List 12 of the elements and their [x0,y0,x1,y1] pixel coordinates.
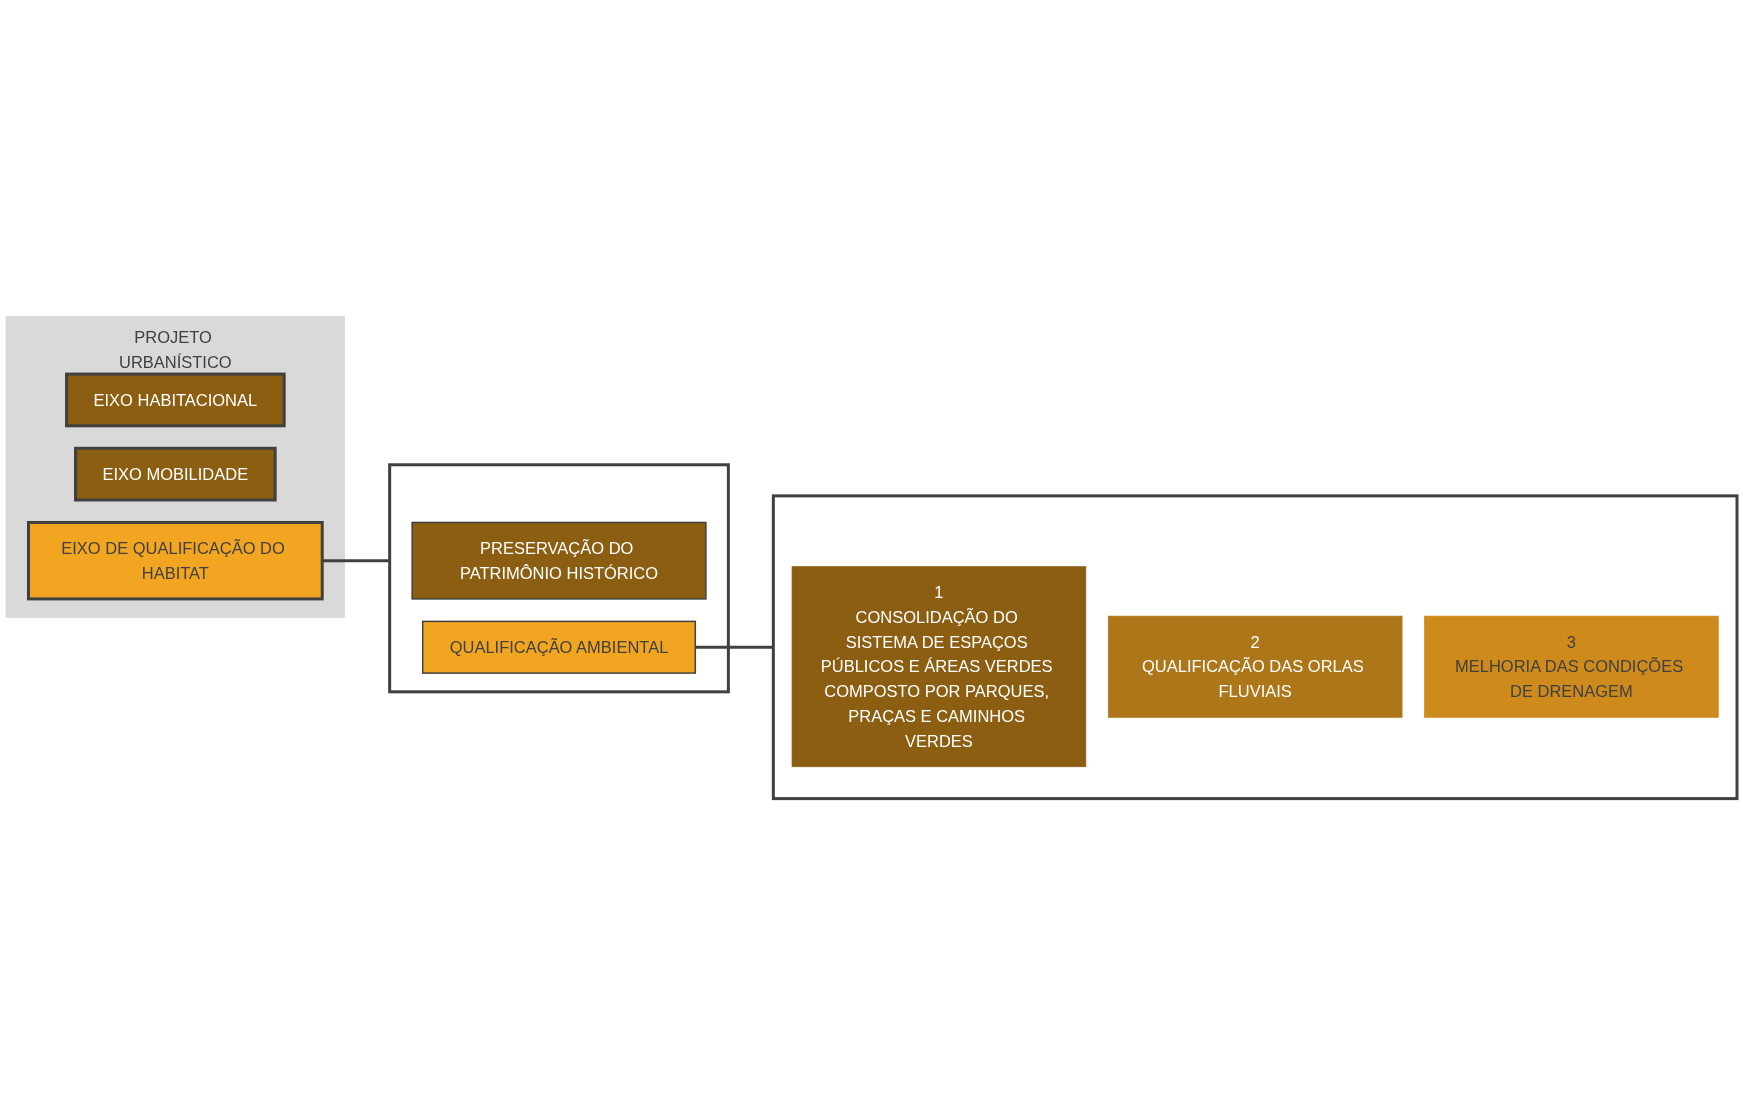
cluster [388,463,730,694]
node-box: 2 QUALIFICAÇÃO DAS ORLAS FLUVIAIS [1107,615,1403,718]
node-box: 3 MELHORIA DAS CONDIÇÕES DE DRENAGEM [1424,615,1719,718]
node-box: EIXO MOBILIDADE [74,446,277,502]
node-box: PRESERVAÇÃO DO PATRIMÔNIO HISTÓRICO [411,521,707,600]
node-box: EIXO DE QUALIFICAÇÃO DO HABITAT [27,520,324,601]
connector [322,559,390,563]
connector [695,645,774,649]
node-box: QUALIFICAÇÃO AMBIENTAL [421,620,697,674]
node-box: 1 CONSOLIDAÇÃO DO SISTEMA DE ESPAÇOS PÚBLICOS E ÁREAS VERDES COMPOSTO POR PARQUES, PRAÇAS E CAMINHOS VERDES [791,566,1087,768]
node-box: EIXO HABITACIONAL [65,372,286,428]
cluster [771,494,1739,801]
